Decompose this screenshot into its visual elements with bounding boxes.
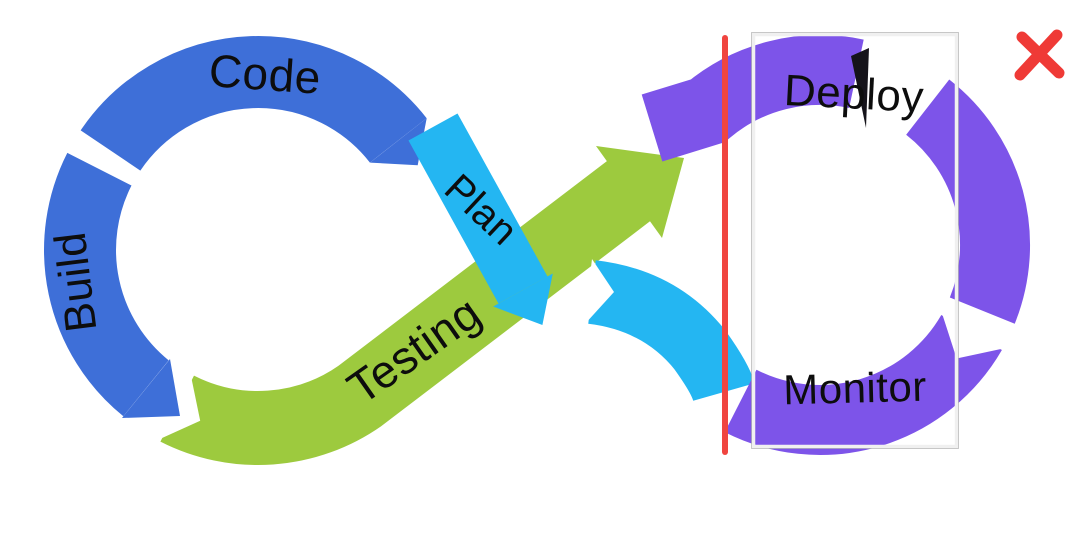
plan-band bbox=[408, 113, 548, 304]
build-label: Build bbox=[46, 229, 107, 335]
build-band bbox=[44, 152, 170, 417]
build-arrowhead-icon bbox=[122, 359, 180, 418]
deploy-label: Deploy bbox=[783, 66, 925, 122]
code-build-group bbox=[44, 36, 427, 418]
testing-arrowhead-icon bbox=[596, 146, 684, 238]
plan-band-group bbox=[408, 113, 755, 403]
operate-band bbox=[905, 79, 1031, 324]
monitor-label: Monitor bbox=[783, 363, 928, 414]
plan-arrowhead-icon bbox=[493, 273, 553, 325]
monitor-band bbox=[724, 314, 1002, 455]
deploy-break-arrow-icon bbox=[851, 48, 869, 128]
deploy-band bbox=[641, 35, 864, 162]
code-band bbox=[80, 36, 427, 172]
highlight-box bbox=[751, 32, 959, 449]
code-label: Code bbox=[207, 44, 322, 104]
testing-band bbox=[160, 160, 653, 465]
red-x-mark-icon bbox=[1014, 29, 1065, 81]
release-curve-band bbox=[587, 260, 755, 403]
release-tip-icon bbox=[727, 352, 736, 378]
release-tail-notch bbox=[584, 259, 614, 325]
code-arrowhead-icon bbox=[370, 118, 427, 166]
